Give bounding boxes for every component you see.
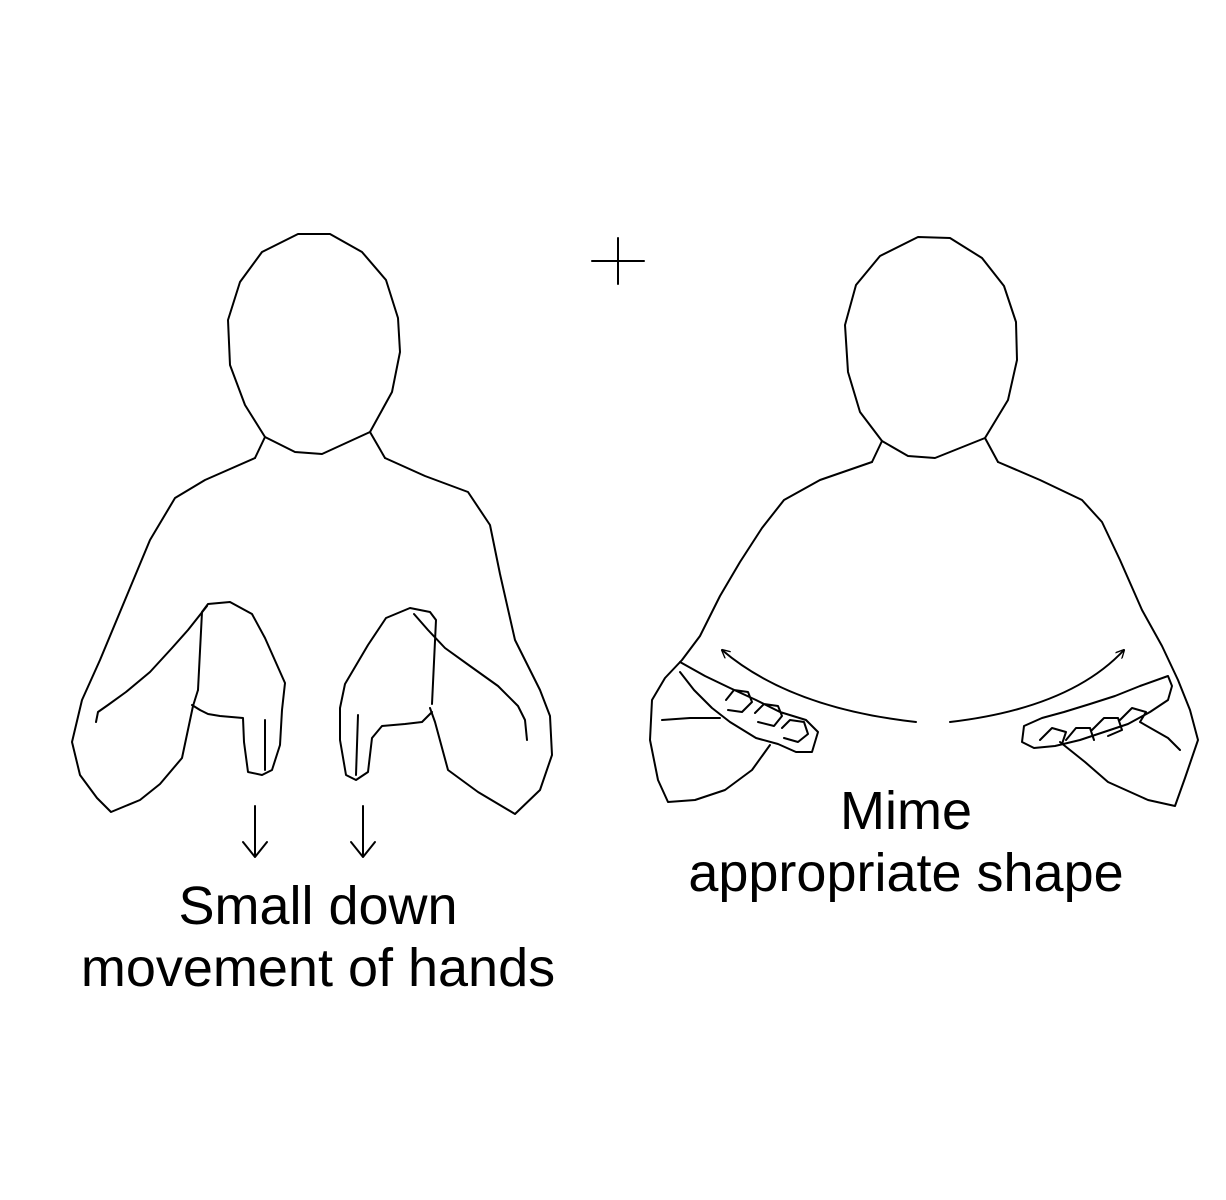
right-caption-line-2: appropriate shape bbox=[688, 843, 1124, 903]
left-caption-line-2: movement of hands bbox=[80, 938, 556, 998]
right-head bbox=[844, 236, 1018, 459]
left-torso-outline bbox=[71, 457, 553, 815]
left-down-arrow-2 bbox=[350, 805, 376, 858]
right-figure-left-hand bbox=[1021, 675, 1181, 751]
right-caption-line-1: Mime bbox=[840, 781, 972, 841]
left-head bbox=[227, 233, 401, 455]
right-figure-right-hand bbox=[661, 661, 819, 753]
plus-icon bbox=[591, 237, 645, 285]
left-neck bbox=[254, 431, 386, 459]
left-caption-line-1: Small down bbox=[178, 876, 458, 936]
left-figure bbox=[71, 233, 553, 858]
left-down-arrow-1 bbox=[242, 805, 268, 858]
two-way-curved-arrow bbox=[722, 650, 917, 723]
left-left-arm-crease bbox=[413, 613, 528, 741]
right-torso-outline bbox=[649, 461, 1199, 807]
left-right-arm-crease bbox=[95, 605, 208, 723]
right-figure bbox=[649, 236, 1199, 807]
left-caption: Small down movement of hands bbox=[18, 875, 618, 999]
right-neck bbox=[871, 437, 999, 463]
right-caption: Mime appropriate shape bbox=[606, 780, 1206, 904]
left-figure-right-hand bbox=[191, 601, 286, 776]
two-way-curved-arrow-right bbox=[949, 650, 1124, 723]
left-figure-left-hand bbox=[339, 607, 437, 781]
